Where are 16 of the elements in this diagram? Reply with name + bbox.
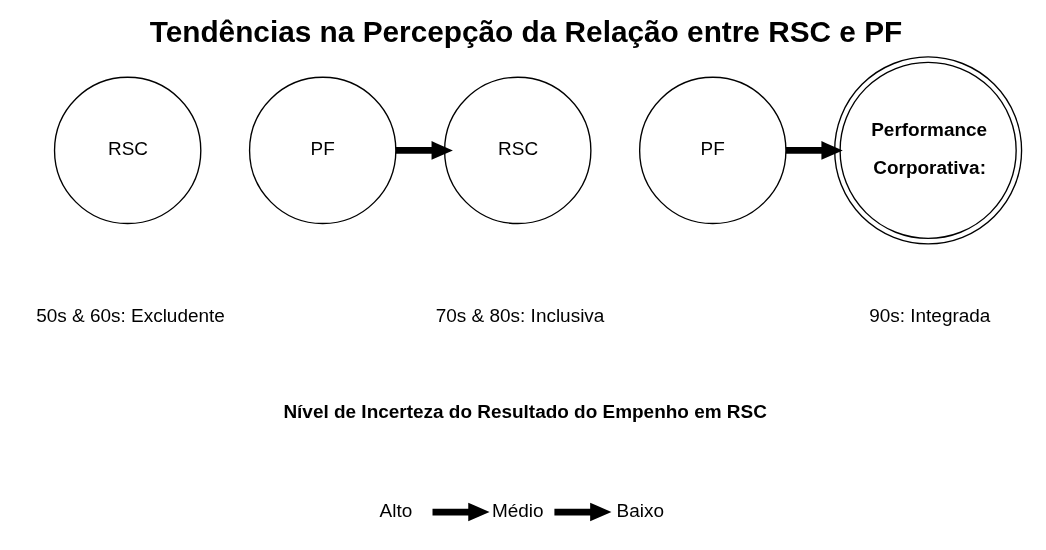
node-text: Alto (379, 500, 412, 522)
node-text: Médio (491, 500, 544, 522)
node-circle: PF (248, 76, 397, 225)
arrow (785, 141, 843, 160)
node-circle: RSC (443, 76, 592, 225)
node-circle: RSC (53, 76, 201, 225)
node-circle: Performance Corporativa: (833, 56, 1022, 245)
label: 50s & 60s: Excludente (35, 305, 225, 326)
arrow (553, 502, 611, 522)
node-circle: PF (638, 76, 787, 225)
label: 90s: Integrada (868, 305, 990, 326)
node-text: Baixo (616, 500, 664, 522)
label: Nível de Incerteza do Resultado do Empenho em RSC (282, 401, 767, 423)
label: 70s & 80s: Inclusiva (435, 305, 604, 326)
diagram-title: Tendências na Percepção da Relação entre RSC e PF (149, 14, 902, 48)
arrow (395, 141, 453, 160)
